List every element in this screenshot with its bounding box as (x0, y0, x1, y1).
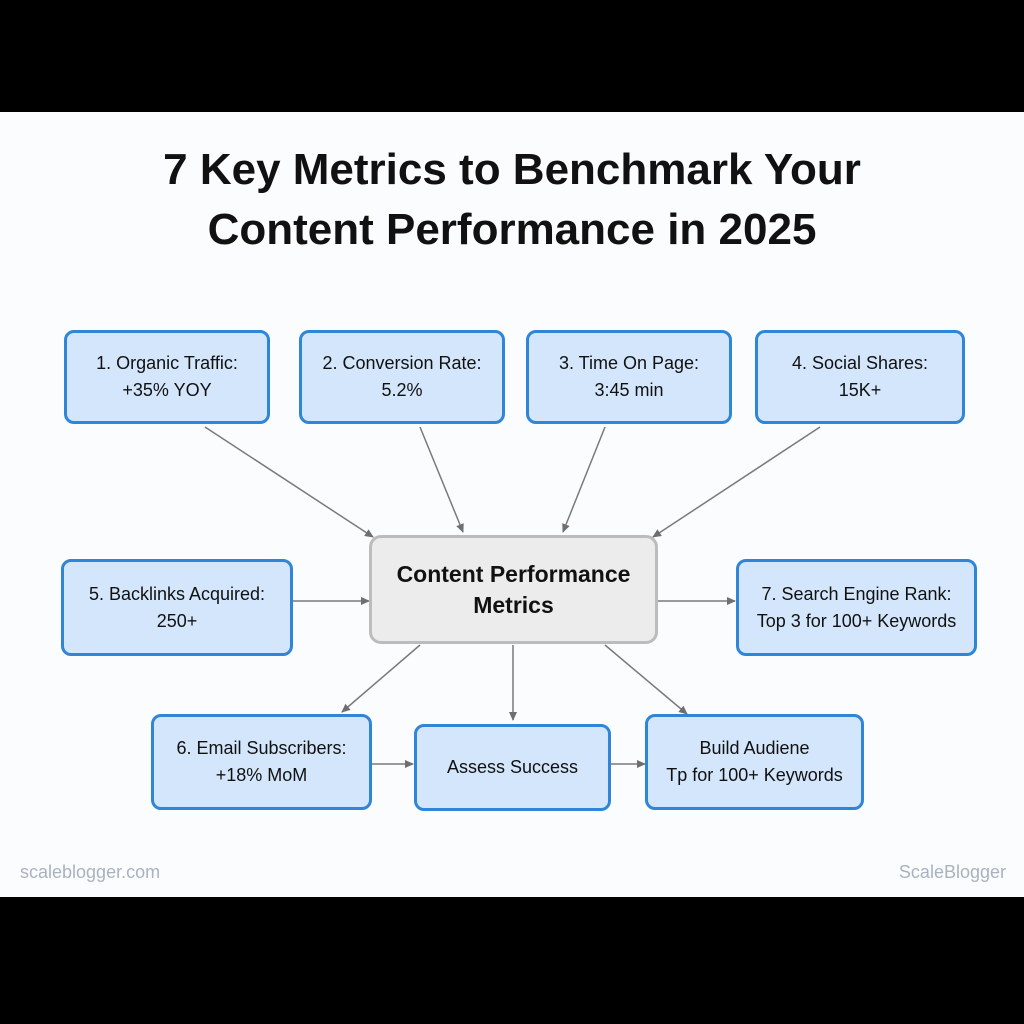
arrow-center-to-build (604, 644, 688, 715)
node-label: Assess Success (446, 757, 579, 777)
node-value: 3:45 min (594, 380, 664, 400)
node-value: Top 3 for 100+ Keywords (756, 610, 957, 631)
node-time-on-page: 3. Time On Page: 3:45 min (526, 330, 732, 424)
node-label: 3. Time On Page: (558, 353, 700, 373)
node-value: Tp for 100+ Keywords (666, 765, 843, 785)
node-label: 2. Conversion Rate: (322, 353, 482, 373)
arrow-conversion-to-center (419, 426, 464, 533)
node-label: 7. Search Engine Rank: (761, 583, 952, 604)
center-line-2: Metrics (473, 591, 554, 618)
node-email-subscribers: 6. Email Subscribers: +18% MoM (151, 714, 372, 810)
arrow-center-to-email (341, 644, 421, 713)
diagram-panel: 7 Key Metrics to Benchmark Your Content … (0, 112, 1024, 897)
arrow-organic-to-center (204, 426, 374, 538)
node-search-rank: 7. Search Engine Rank: Top 3 for 100+ Ke… (736, 559, 977, 656)
node-label: 4. Social Shares: (791, 353, 929, 373)
node-conversion-rate: 2. Conversion Rate: 5.2% (299, 330, 505, 424)
center-line-1: Content Performance (396, 560, 631, 587)
node-center-metrics: Content Performance Metrics (369, 535, 658, 644)
arrow-time-to-center (562, 426, 606, 533)
node-value: 15K+ (838, 380, 882, 400)
arrow-social-to-center (652, 426, 821, 538)
node-backlinks: 5. Backlinks Acquired: 250+ (61, 559, 293, 656)
node-value: 5.2% (381, 380, 423, 400)
node-label: 1. Organic Traffic: (96, 353, 238, 373)
footer-domain: scaleblogger.com (20, 862, 161, 882)
node-value: +35% YOY (122, 380, 212, 400)
node-label: 6. Email Subscribers: (176, 738, 347, 758)
node-build-audience: Build Audiene Tp for 100+ Keywords (645, 714, 864, 810)
node-assess-success: Assess Success (414, 724, 611, 811)
node-organic-traffic: 1. Organic Traffic: +35% YOY (64, 330, 270, 424)
node-value: +18% MoM (215, 765, 308, 785)
footer-brand: ScaleBlogger (898, 862, 1006, 882)
node-label: 5. Backlinks Acquired: (88, 583, 266, 604)
connector-arrows (204, 426, 821, 768)
title-line-1: 7 Key Metrics to Benchmark Your (163, 145, 861, 194)
node-label: Build Audiene (699, 738, 810, 758)
node-social-shares: 4. Social Shares: 15K+ (755, 330, 965, 424)
node-value: 250+ (156, 610, 198, 631)
title-line-2: Content Performance in 2025 (207, 205, 817, 254)
page-title: 7 Key Metrics to Benchmark Your Content … (0, 140, 1024, 260)
